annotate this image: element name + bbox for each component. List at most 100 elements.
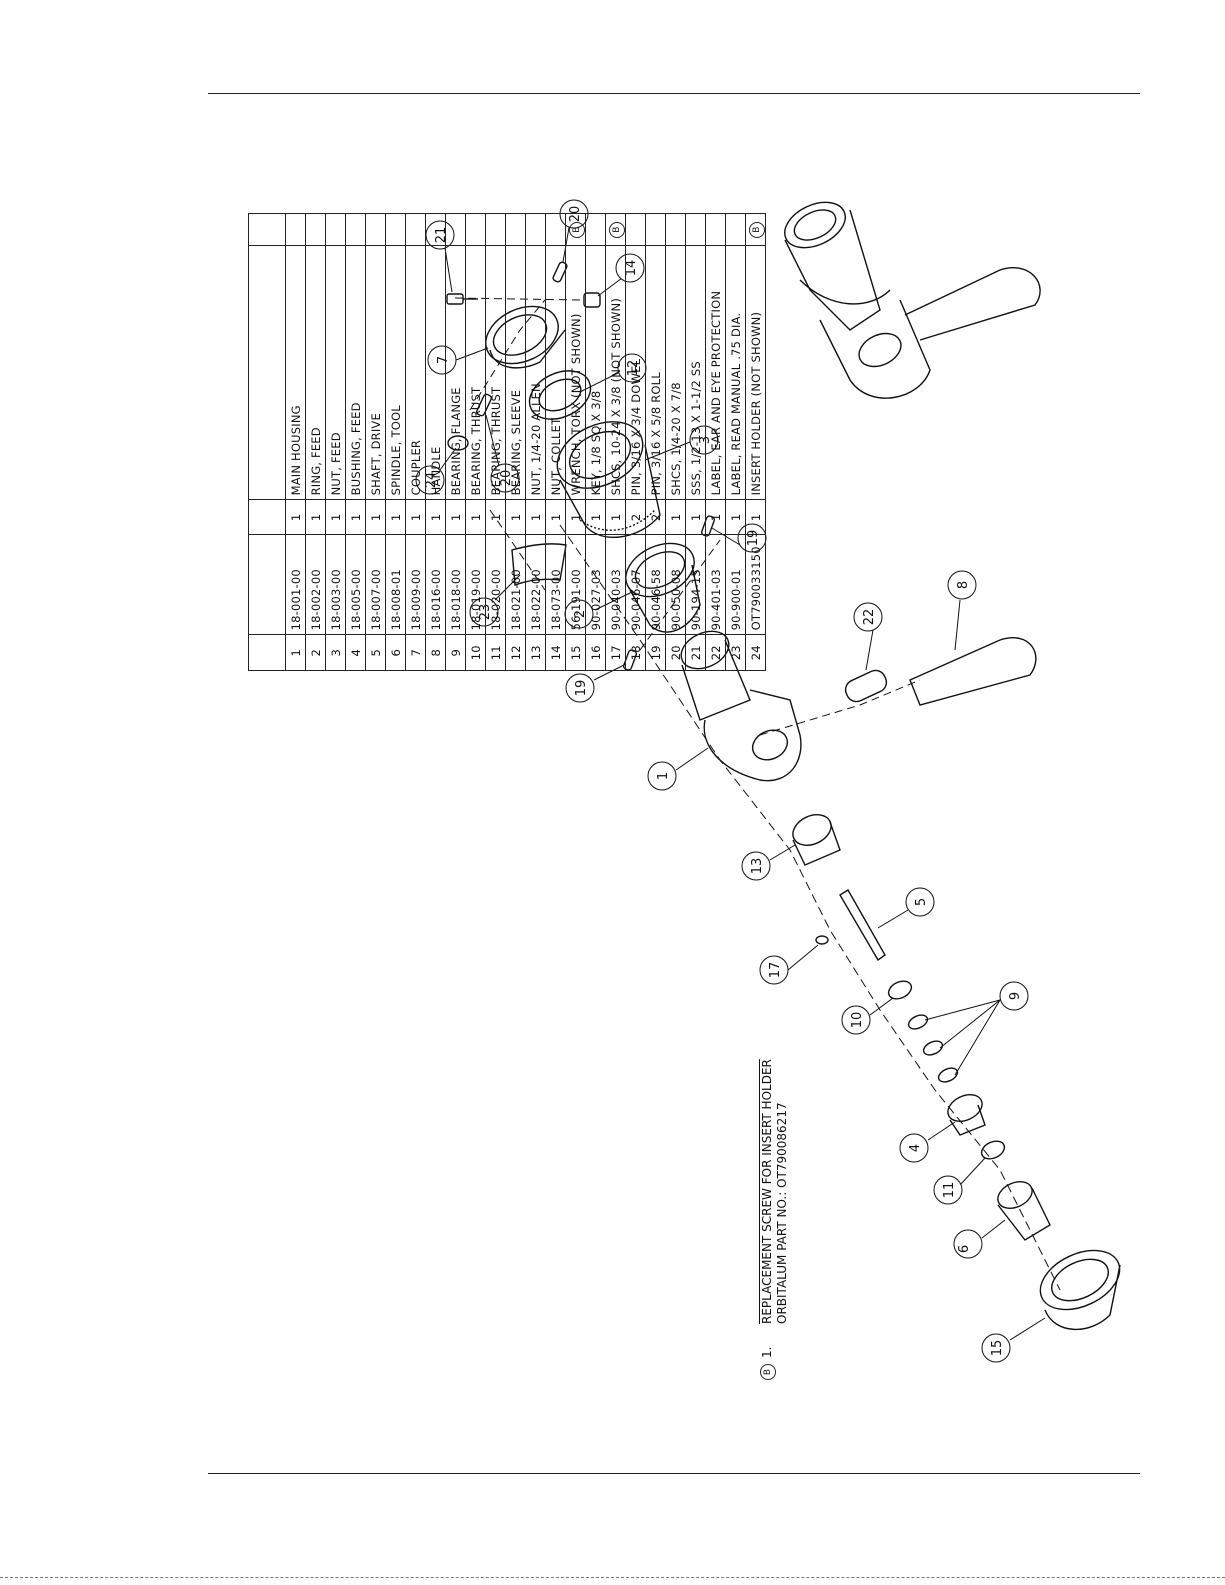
part-number-cell: 90-194-15 bbox=[685, 534, 706, 635]
description-cell: SSS, 1/2-13 X 1-1/2 SS bbox=[685, 245, 706, 500]
part-number-cell: 90-046-58 bbox=[645, 534, 666, 635]
description-cell: PIN, 3/16 X 3/4 DOWEL bbox=[625, 245, 646, 500]
description-cell: NUT, FEED bbox=[325, 245, 346, 500]
balloon-15: 15 bbox=[981, 1333, 1011, 1363]
note-line-2: ORBITALUM PART NO.: OT790086217 bbox=[775, 1102, 789, 1324]
part-20-pin-b bbox=[476, 393, 492, 417]
svg-text:7: 7 bbox=[436, 356, 451, 364]
part-4-feed-bushing bbox=[947, 1094, 986, 1136]
item-cell: 7 bbox=[405, 634, 426, 671]
item-cell: 9 bbox=[445, 634, 466, 671]
svg-text:19: 19 bbox=[746, 530, 761, 547]
description-cell: BEARING, FLANGE bbox=[445, 245, 466, 500]
balloon-19-left: 19 bbox=[565, 673, 595, 703]
qty-cell: 1 bbox=[405, 499, 426, 535]
item-cell: 3 bbox=[325, 634, 346, 671]
note-cell bbox=[405, 213, 426, 246]
balloon-11: 11 bbox=[933, 1175, 963, 1205]
part-14-collet-nut bbox=[583, 292, 601, 308]
part-15-wrench-ring bbox=[1039, 1249, 1121, 1331]
item-cell: 18 bbox=[625, 634, 646, 671]
note-cell bbox=[485, 213, 506, 246]
perforation-line bbox=[0, 1577, 1225, 1578]
part-number-cell: 18-019-00 bbox=[465, 534, 486, 635]
note-cell bbox=[505, 213, 526, 246]
description-cell: HANDLE bbox=[425, 245, 446, 500]
part-number-cell: 90-401-03 bbox=[705, 534, 726, 635]
balloon-4: 4 bbox=[899, 1133, 929, 1163]
part-19-pin-b bbox=[622, 649, 638, 671]
description-cell: SHAFT, DRIVE bbox=[365, 245, 386, 500]
balloon-23: 23 bbox=[469, 597, 499, 627]
description-cell: RING, FEED bbox=[305, 245, 326, 500]
item-cell: 10 bbox=[465, 634, 486, 671]
note-cell bbox=[305, 213, 326, 246]
part-number-cell: 90-027-03 bbox=[585, 534, 606, 635]
part-5-drive-shaft bbox=[839, 889, 886, 962]
description-cell: INSERT HOLDER (NOT SHOWN) bbox=[745, 245, 766, 500]
note-cell bbox=[625, 213, 646, 246]
item-cell: 1 bbox=[285, 634, 306, 671]
item-cell: 20 bbox=[665, 634, 686, 671]
part-number-cell: 56-191-00 bbox=[565, 534, 586, 635]
qty-cell: 1 bbox=[485, 499, 506, 535]
part-number-cell: 18-007-00 bbox=[365, 534, 386, 635]
svg-text:9: 9 bbox=[1008, 992, 1023, 1000]
part-2-feed-ring bbox=[625, 542, 701, 633]
col-note bbox=[248, 213, 286, 246]
part-number-cell: OT790033150 bbox=[745, 534, 766, 635]
description-cell: SHCS, 1/4-20 X 7/8 bbox=[665, 245, 686, 500]
note-cell bbox=[665, 213, 686, 246]
part-11-thrust-bearing bbox=[980, 1140, 1006, 1160]
svg-text:1: 1 bbox=[656, 772, 671, 780]
note-cell bbox=[425, 213, 446, 246]
part-number-cell: 18-003-00 bbox=[325, 534, 346, 635]
qty-cell: 1 bbox=[585, 499, 606, 535]
balloon-22: 22 bbox=[853, 602, 883, 632]
description-cell: NUT, 1/4-20 ALLEN bbox=[525, 245, 546, 500]
balloon-20-top: 20 bbox=[559, 199, 589, 229]
svg-text:21: 21 bbox=[434, 227, 449, 244]
note-number: 1. bbox=[760, 1346, 774, 1358]
part-number-cell: 18-002-00 bbox=[305, 534, 326, 635]
qty-cell: 1 bbox=[365, 499, 386, 535]
balloon-14: 14 bbox=[615, 253, 645, 283]
col-qty bbox=[248, 499, 286, 535]
note-cell bbox=[445, 213, 466, 246]
svg-text:8: 8 bbox=[956, 581, 971, 589]
svg-text:17: 17 bbox=[768, 962, 783, 979]
svg-text:14: 14 bbox=[624, 260, 639, 277]
note-cell: B bbox=[745, 213, 766, 246]
balloon-1: 1 bbox=[647, 761, 677, 791]
item-cell: 4 bbox=[345, 634, 366, 671]
svg-text:10: 10 bbox=[850, 1012, 865, 1029]
part-6-tool-spindle bbox=[997, 1181, 1051, 1241]
qty-cell: 1 bbox=[685, 499, 706, 535]
note-cell bbox=[705, 213, 726, 246]
description-cell: LABEL, EAR AND EYE PROTECTION bbox=[705, 245, 726, 500]
svg-text:22: 22 bbox=[862, 609, 877, 626]
svg-text:15: 15 bbox=[990, 1340, 1005, 1357]
svg-text:20: 20 bbox=[499, 470, 514, 487]
item-cell: 22 bbox=[705, 634, 726, 671]
svg-text:20: 20 bbox=[568, 206, 583, 223]
svg-text:3: 3 bbox=[698, 436, 713, 444]
balloon-6: 6 bbox=[953, 1229, 983, 1259]
